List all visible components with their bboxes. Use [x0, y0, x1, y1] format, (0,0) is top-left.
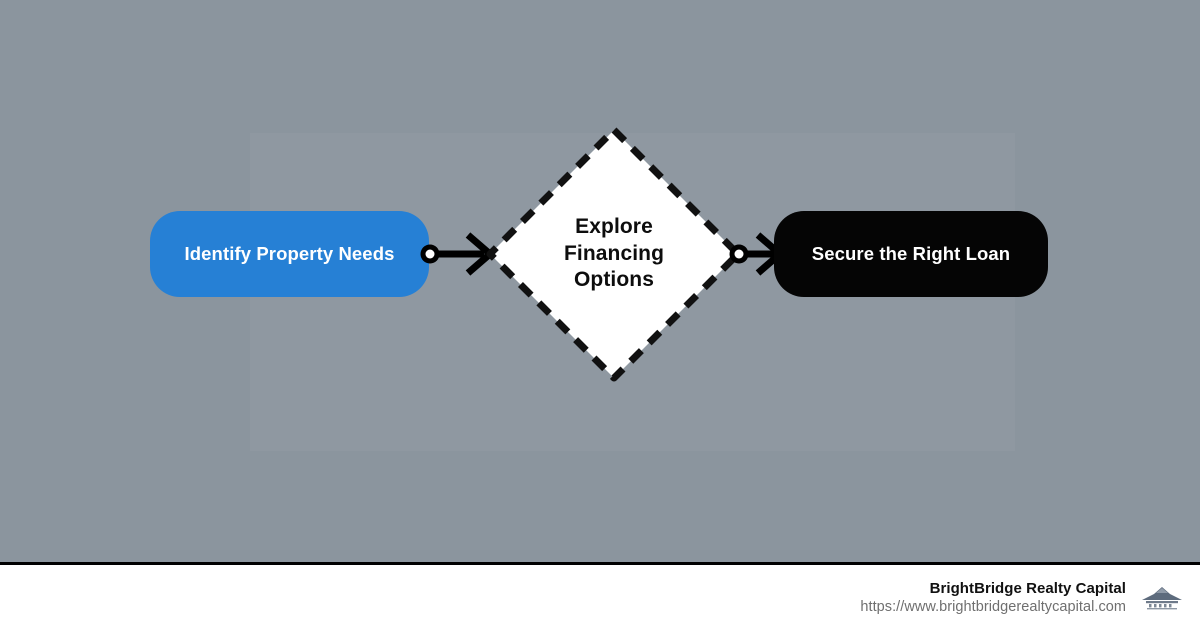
flow-node-identify-property-needs[interactable]: Identify Property Needs: [150, 211, 429, 297]
diamond-shape-icon: [486, 126, 742, 382]
building-bridge-logo-icon: [1142, 586, 1182, 609]
footer-content: BrightBridge Realty Capital https://www.…: [860, 565, 1184, 630]
connector-start-circle-inner: [425, 249, 435, 259]
footer-text-block: BrightBridge Realty Capital https://www.…: [860, 580, 1126, 615]
flow-node-secure-the-right-loan[interactable]: Secure the Right Loan: [774, 211, 1048, 297]
footer-website-url[interactable]: https://www.brightbridgerealtycapital.co…: [860, 599, 1126, 615]
footer-bar: BrightBridge Realty Capital https://www.…: [0, 562, 1200, 630]
flow-node-label: Secure the Right Loan: [811, 243, 1011, 265]
footer-brand-name: BrightBridge Realty Capital: [929, 580, 1126, 597]
connector-start-circle-inner: [734, 249, 744, 259]
flow-node-label: Identify Property Needs: [184, 243, 395, 265]
